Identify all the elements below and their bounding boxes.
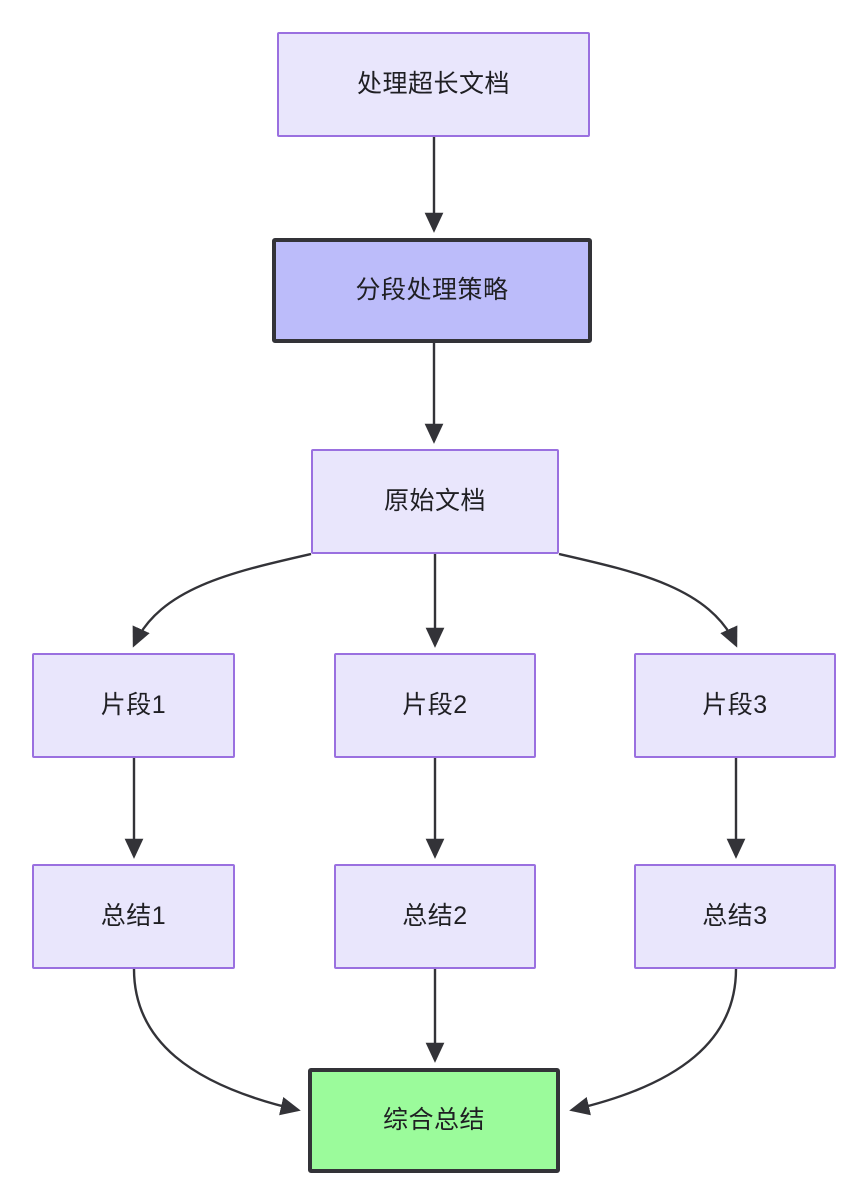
node-label-final-summary: 综合总结 [382,1105,485,1134]
node-label-chunking-strategy: 分段处理策略 [355,275,509,304]
edge-source-document-to-fragment-3 [558,552,738,648]
node-chunking-strategy[interactable]: 分段处理策略 [272,238,592,343]
edge-summary-1-to-final-summary [132,968,301,1116]
node-label-summary-2: 总结2 [402,901,468,930]
node-label-fragment-2: 片段2 [402,690,468,719]
node-label-summary-1: 总结1 [100,901,167,930]
node-label-summary-3: 总结3 [702,901,768,930]
node-source-document[interactable]: 原始文档 [311,449,559,554]
node-summary-1[interactable]: 总结1 [32,864,235,969]
edge-paths [124,137,746,1116]
node-fragment-1[interactable]: 片段1 [32,653,235,758]
node-label-source-document: 原始文档 [383,486,486,515]
node-final-summary[interactable]: 综合总结 [308,1068,560,1173]
edge-summary-3-to-final-summary [569,968,738,1116]
node-label-fragment-1: 片段1 [100,690,167,719]
edge-source-document-to-fragment-1 [132,552,312,648]
node-fragment-2[interactable]: 片段2 [334,653,536,758]
node-label-long-document: 处理超长文档 [356,69,510,98]
node-summary-3[interactable]: 总结3 [634,864,836,969]
node-summary-2[interactable]: 总结2 [334,864,536,969]
node-fragment-3[interactable]: 片段3 [634,653,836,758]
node-long-document[interactable]: 处理超长文档 [277,32,590,137]
node-label-fragment-3: 片段3 [702,690,768,719]
